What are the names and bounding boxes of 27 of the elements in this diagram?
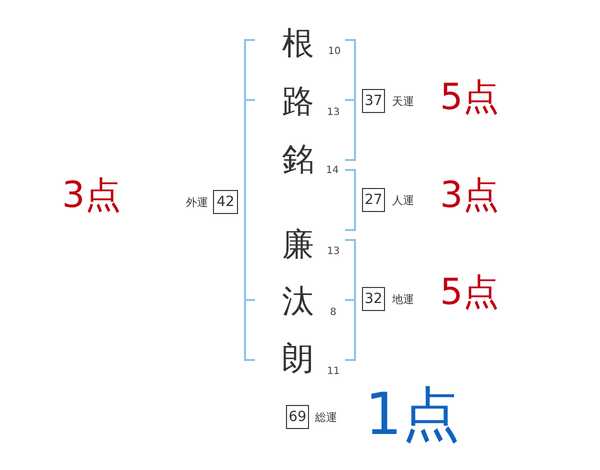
score-text: 1点	[365, 383, 460, 447]
stroke-count: 8	[330, 307, 336, 318]
fortune-label: 外運	[186, 197, 208, 210]
number-box: 69	[286, 405, 309, 429]
number-box: 27	[362, 188, 385, 212]
score-text: 3点	[440, 176, 499, 216]
name-character: 路	[282, 84, 314, 120]
score-text: 3点	[62, 176, 121, 216]
number-box: 32	[362, 287, 385, 311]
name-character: 廉	[282, 227, 314, 262]
stroke-count: 13	[327, 246, 340, 257]
number-box: 42	[213, 190, 238, 214]
score-text: 5点	[440, 78, 499, 118]
number-box: 37	[362, 89, 385, 113]
name-character: 朗	[282, 341, 314, 376]
fortune-label: 天運	[392, 96, 414, 108]
name-character: 銘	[282, 142, 314, 178]
stroke-count: 11	[327, 366, 340, 377]
stroke-count: 14	[326, 165, 339, 176]
fortune-label: 総運	[315, 412, 337, 424]
name-character: 汰	[282, 284, 314, 320]
name-character: 根	[282, 26, 314, 62]
stroke-count: 10	[328, 46, 341, 57]
fortune-label: 地運	[392, 294, 414, 306]
score-text: 5点	[440, 273, 499, 313]
fortune-label: 人運	[392, 195, 414, 208]
stroke-count: 13	[327, 107, 340, 118]
